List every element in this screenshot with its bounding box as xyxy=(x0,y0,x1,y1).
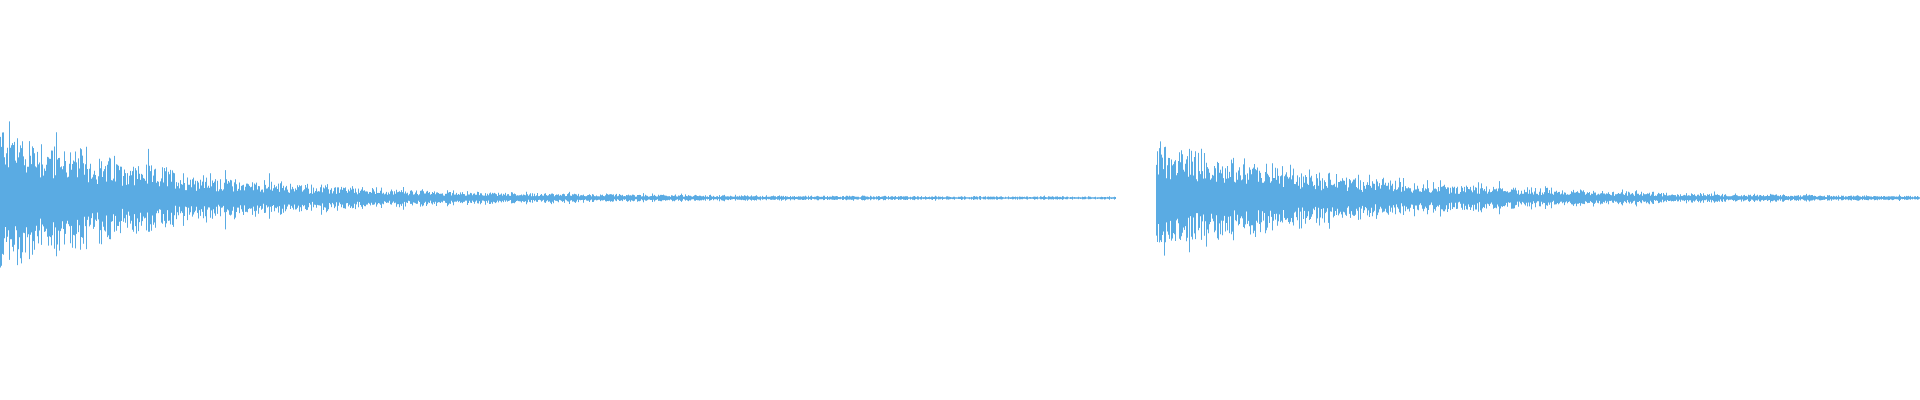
waveform-segment-1 xyxy=(0,121,1116,268)
waveform-segment-2 xyxy=(1156,141,1920,256)
